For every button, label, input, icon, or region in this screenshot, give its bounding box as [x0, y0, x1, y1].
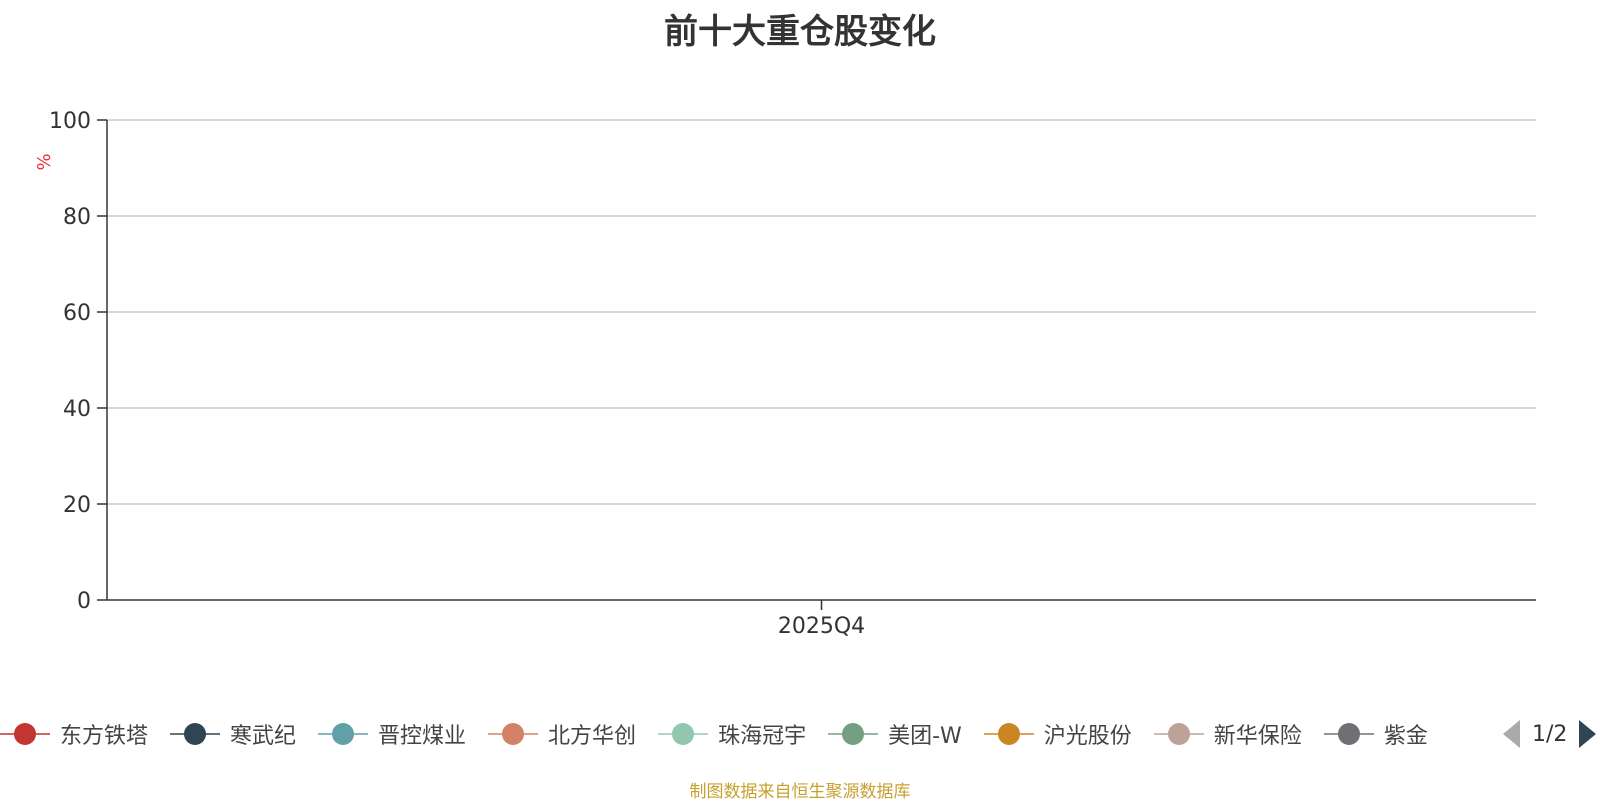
- legend-item[interactable]: 美团-W: [828, 716, 962, 752]
- legend-label: 沪光股份: [1043, 724, 1132, 749]
- legend-label: 美团-W: [888, 724, 962, 749]
- legend-item[interactable]: 珠海冠宇: [658, 716, 806, 752]
- legend-label: 珠海冠宇: [718, 724, 807, 749]
- source-footnote: 制图数据来自恒生聚源数据库: [689, 782, 911, 802]
- y-tick-label: 40: [63, 397, 91, 422]
- y-tick-label: 0: [77, 589, 91, 614]
- legend-pager: 1/2: [1500, 716, 1599, 752]
- legend-symbol-icon: [1323, 723, 1374, 745]
- legend-label: 晋控煤业: [378, 724, 467, 749]
- legend-item[interactable]: 东方铁塔: [0, 716, 148, 752]
- legend-symbol-icon: [488, 723, 539, 745]
- legend-symbol-icon: [1153, 723, 1204, 745]
- legend: 东方铁塔 寒武纪 晋控煤业 北方华创 珠海冠宇 美团-W 沪光股份 新华保险 紫金: [0, 716, 1490, 752]
- legend-symbol-icon: [318, 723, 369, 745]
- legend-item[interactable]: 北方华创: [488, 716, 636, 752]
- legend-label: 寒武纪: [230, 724, 297, 749]
- legend-label: 北方华创: [548, 724, 637, 749]
- legend-item[interactable]: 紫金: [1323, 716, 1428, 752]
- legend-item[interactable]: 寒武纪: [170, 716, 296, 752]
- legend-next-button[interactable]: [1575, 716, 1599, 752]
- y-tick-label: 80: [63, 205, 91, 230]
- legend-label: 东方铁塔: [60, 724, 149, 749]
- line-chart: 0 20 40 60 80 100% 2025Q4: [34, 109, 1536, 639]
- y-axis-label: %: [34, 153, 55, 170]
- legend-symbol-icon: [983, 723, 1034, 745]
- y-tick-label: 100: [49, 109, 91, 134]
- legend-prev-button[interactable]: [1500, 716, 1524, 752]
- chart-title: 前十大重仓股变化: [664, 12, 936, 52]
- y-tick-label: 60: [63, 301, 91, 326]
- legend-symbol-icon: [658, 723, 709, 745]
- legend-label: 新华保险: [1213, 724, 1302, 749]
- legend-item[interactable]: 沪光股份: [983, 716, 1132, 752]
- legend-page-indicator: 1/2: [1532, 721, 1568, 747]
- legend-item[interactable]: 晋控煤业: [318, 716, 466, 752]
- y-tick-label: 20: [63, 493, 91, 518]
- legend-symbol-icon: [828, 723, 879, 745]
- legend-symbol-icon: [170, 723, 221, 745]
- x-tick-label: 2025Q4: [778, 614, 865, 639]
- legend-symbol-icon: [0, 723, 50, 745]
- legend-item[interactable]: 新华保险: [1153, 716, 1302, 752]
- legend-label: 紫金: [1383, 724, 1428, 749]
